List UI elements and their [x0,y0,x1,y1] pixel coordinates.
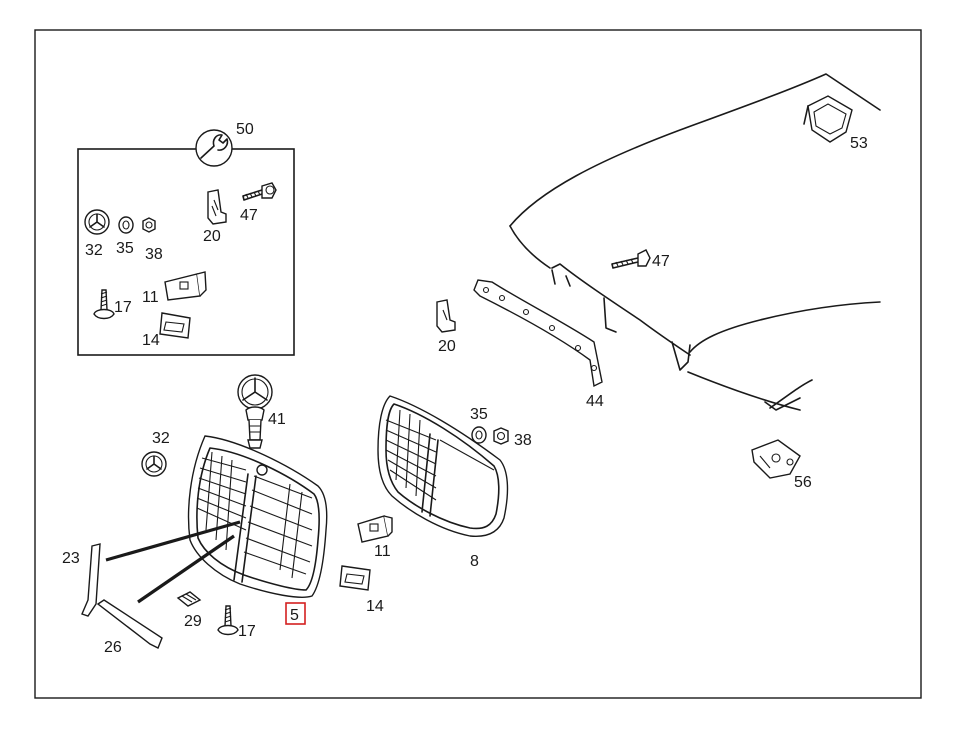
label-41: 41 [268,411,286,428]
clip-29-icon [176,591,202,607]
label-32-main: 32 [152,430,170,447]
label-53: 53 [850,135,868,152]
grille-5-icon [105,435,328,604]
bracket-56-icon [751,439,801,479]
label-5: 5 [290,607,299,624]
label-20-middle: 20 [438,338,456,355]
washer-35-icon [118,216,134,234]
label-29: 29 [184,613,202,630]
label-38-inset: 38 [145,246,163,263]
label-11-main: 11 [374,543,391,560]
label-26: 26 [104,639,122,656]
label-23: 23 [62,550,80,567]
label-38-main: 38 [514,432,532,449]
label-17-main: 17 [238,623,256,640]
bracket-14-icon [159,312,191,339]
screw-47-icon [242,182,277,201]
trim-strip-23-icon [81,543,101,617]
hood-latch-53-icon [803,95,853,143]
seal-strip-44-icon [473,279,603,388]
label-32-inset: 32 [85,242,103,259]
label-11-inset: 11 [142,289,159,306]
bracket-11-icon [164,271,207,301]
label-35-main: 35 [470,406,488,423]
screw-47-hood-icon [611,249,651,269]
label-35-inset: 35 [116,240,134,257]
clip-20-icon [436,299,456,333]
bracket-11-icon [357,515,393,543]
label-8: 8 [470,553,479,570]
label-56: 56 [794,474,812,491]
label-47-inset: 47 [240,207,258,224]
label-20-inset: 20 [203,228,221,245]
clip-20-icon [207,189,227,225]
label-44: 44 [586,393,604,410]
label-14-inset: 14 [142,332,160,349]
label-50: 50 [236,121,254,138]
trim-strip-26-icon [96,599,163,649]
hood-outline [509,73,881,411]
parts-kit-inset: 50 47 20 32 35 [77,121,295,356]
emblem-32-icon [141,451,167,477]
grille-frame-8-icon [377,395,509,537]
bracket-14-icon [339,565,371,591]
nut-38-icon [493,427,509,445]
washer-35-icon [471,426,487,444]
screw-17-icon [217,605,239,636]
diagram-frame [34,29,922,699]
nut-38-icon [142,217,156,233]
label-5-highlight [285,602,306,625]
wrench-icon [195,129,233,167]
label-14-main: 14 [366,598,384,615]
star-emblem-41-icon [237,374,273,449]
label-17-inset: 17 [114,299,132,316]
screw-17-icon [93,289,115,320]
label-47-hood: 47 [652,253,670,270]
emblem-32-icon [84,209,110,235]
